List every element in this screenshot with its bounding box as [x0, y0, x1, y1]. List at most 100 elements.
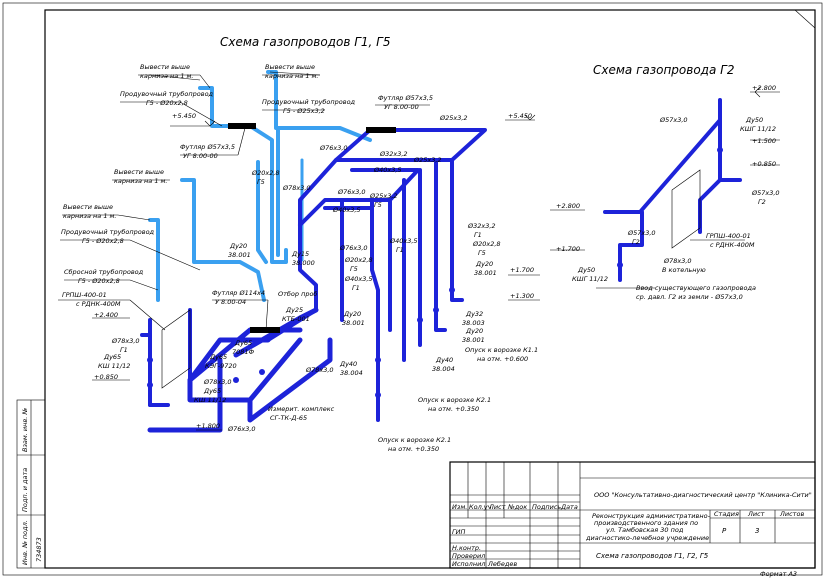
side-stamp: Взам. инв. № Подп. и дата Инв. № подл. 7…: [16, 399, 46, 569]
dim-d40-3: Ø40х3,5: [389, 237, 418, 245]
lvl-0850b: +0.850: [94, 373, 118, 381]
lvl-1700b: +1.700: [510, 266, 534, 274]
dim-d78-1: Ø78х3,0: [282, 184, 311, 192]
label-produv3b: Г5 - Ø20х2,8: [82, 237, 124, 245]
dev-du65db: КШ 11/12: [98, 362, 130, 370]
label-produv3: Продувочный трубопровод: [61, 228, 155, 236]
label-futl1b: УГ 8.00-00: [183, 152, 218, 160]
dev-du65bb: КЭГ-9720: [205, 362, 237, 370]
label-vyvesti2: Вывести выше: [265, 63, 315, 71]
label-opusk3b: на отм. +0.350: [388, 445, 439, 453]
drawing-frame: [44, 9, 816, 569]
dim-d40-1: Ø40х3,5: [373, 166, 402, 174]
title-g1g5: Схема газопроводов Г1, Г5: [220, 35, 390, 49]
dev-du20b: 38.001: [228, 251, 251, 259]
lvl-0850a: +0.850: [752, 160, 776, 168]
annotations: Вывести выше карниза на 1 м. Вывести выш…: [61, 63, 780, 453]
dim-g5b: Г5: [374, 201, 382, 209]
label-karniz4: карниза на 1 м.: [63, 212, 117, 220]
stamp-koluch: Кол.уч: [469, 503, 492, 511]
label-opusk1b: на отм. +0.600: [477, 355, 528, 363]
stamp-ispolnil-name: Лебедев: [487, 560, 517, 568]
label-produv1b: Г5 - Ø20х2,8: [146, 99, 188, 107]
level-markers: [92, 74, 780, 431]
dev-du25b: КТБ-001: [282, 315, 310, 323]
dim-g5d: Г5: [350, 265, 358, 273]
side-invnum: 734873: [35, 537, 43, 562]
dim-d76-3: Ø76х3,0: [339, 244, 368, 252]
dim-d57-1: Ø57х3,0: [659, 116, 688, 124]
lvl-1800: +1.800: [196, 422, 220, 430]
dev-du50: Ду50: [745, 116, 763, 124]
dim-g2a: Г2: [758, 198, 766, 206]
stamp-list: 3: [755, 527, 759, 535]
dev-du20c: Ду20: [343, 310, 361, 318]
title-block: ООО "Консультативно-диагностический цент…: [449, 461, 816, 569]
label-vyvesti4: Вывести выше: [63, 203, 113, 211]
label-izmer2: СГ-ТК-Д-65: [270, 414, 307, 422]
dev-du32b: 38.003: [462, 319, 485, 327]
stamp-gip: ГИП: [452, 528, 465, 536]
dev-du20e: Ду20: [465, 327, 483, 335]
label-grpsh2b: с РДНК-400М: [710, 241, 755, 249]
title-g2: Схема газопровода Г2: [593, 63, 734, 77]
label-izmer1: Измерит. комплекс: [268, 405, 335, 413]
stamp-izm: Изм.: [452, 503, 467, 511]
dev-du65d: Ду65: [103, 353, 121, 361]
dim-d76-2: Ø76х3,0: [337, 188, 366, 196]
dim-g5c: Г5: [478, 249, 486, 257]
stamp-data: Дата: [560, 503, 578, 511]
side-invpodl: Инв. № подл.: [21, 520, 29, 565]
dev-du15b: 38.000: [292, 259, 315, 267]
label-opusk1a: Опуск к ворозке К1.1: [465, 346, 538, 354]
dev-du65b: Ду65: [209, 353, 227, 361]
dim-d32-1: Ø32х3,2: [379, 150, 408, 158]
dev-du65a: Ду65: [234, 339, 252, 347]
dim-d32-2: Ø32х3,2: [467, 222, 496, 230]
label-sbrosb: Г5 - Ø20х2,8: [78, 277, 120, 285]
dim-d20-g5a: Ø20х2,8: [251, 169, 280, 177]
label-futl3b: У 8.00-04: [215, 298, 246, 306]
label-sbros: Сбросной трубопровод: [64, 268, 144, 276]
stamp-listov-h: Листов: [779, 510, 804, 518]
label-futl3: Футляр Ø114х4: [212, 289, 265, 297]
label-vyvesti1: Вывести выше: [140, 63, 190, 71]
lvl-2800a: +2.800: [752, 84, 776, 92]
stamp-proj3: ул. Тамбовская 30 под: [605, 526, 684, 534]
label-opusk2b: на отм. +0.350: [428, 405, 479, 413]
valves: [147, 147, 723, 398]
dim-d57-2: Ø57х3,0: [751, 189, 780, 197]
dim-g1a: Г1: [474, 231, 482, 239]
label-karniz2: карниза на 1 м.: [265, 72, 319, 80]
stamp-nkontr: Н.контр.: [452, 544, 481, 552]
label-karniz3: карниза на 1 м.: [114, 177, 168, 185]
label-grpsh1: ГРПШ-400-01: [62, 291, 107, 299]
dim-g5a: Г5: [257, 178, 265, 186]
sleeves: [228, 123, 396, 333]
dim-g1d: Г1: [120, 346, 128, 354]
frame-corner-mark: [794, 9, 816, 29]
dim-d78-2: Ø78х3,0: [305, 366, 334, 374]
grpsh-frames: [161, 169, 701, 389]
dim-g1c: Г1: [352, 284, 360, 292]
stamp-sheet-title: Схема газопроводов Г1, Г2, Г5: [596, 552, 709, 560]
dev-du50b: КШГ 11/12: [740, 125, 776, 133]
lvl-5450b: +5.450: [508, 112, 532, 120]
dim-d25-1: Ø25х3,2: [439, 114, 468, 122]
label-produv2b: Г5 - Ø25х3,2: [283, 107, 325, 115]
label-grpsh2: ГРПШ-400-01: [706, 232, 751, 240]
dev-du20cb: 38.001: [342, 319, 365, 327]
lvl-1500: +1.500: [752, 137, 776, 145]
label-futl1: Футляр Ø57х3,5: [180, 143, 235, 151]
stamp-proj1: Реконструкция административно-: [592, 512, 711, 520]
lvl-1300: +1.300: [510, 292, 534, 300]
dim-d57-3: Ø57х3,0: [627, 229, 656, 237]
stamp-ndok: №док: [507, 503, 527, 511]
dim-d78-3: Ø78х3,0: [203, 378, 232, 386]
dim-d20-3: Ø20х2,8: [344, 256, 373, 264]
lvl-2400: +2.400: [94, 311, 118, 319]
stamp-proj2: производственного здания по: [594, 519, 698, 527]
label-futl2b: УГ 8.00-00: [384, 103, 419, 111]
